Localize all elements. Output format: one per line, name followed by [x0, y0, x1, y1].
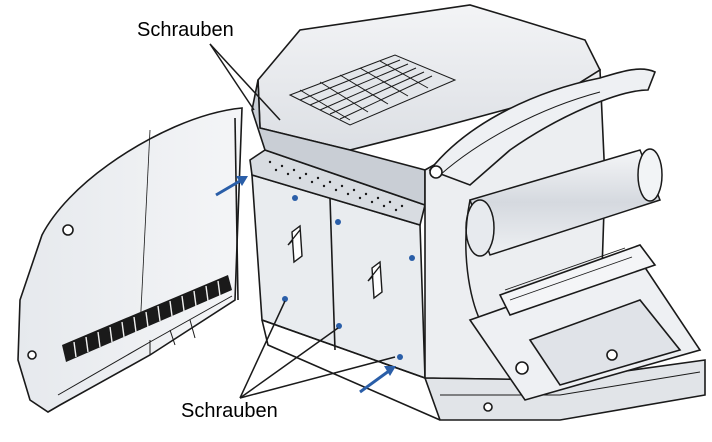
screw-bottom-right: [397, 354, 403, 360]
screw-bottom-left: [282, 296, 288, 302]
top-lid: [428, 68, 657, 186]
side-door: [17, 107, 243, 413]
leader-lines: [209, 43, 396, 399]
cover-arrows: [287, 224, 383, 300]
screw-top-left: [292, 195, 298, 201]
drum-roller: [465, 148, 663, 321]
arrow-bottom-right: [359, 366, 394, 394]
indicator-arrows: [215, 176, 396, 394]
screw-top-right: [335, 219, 341, 225]
screw-right-edge: [409, 255, 415, 261]
paper-tray: [468, 244, 702, 401]
screws-label-bottom: Schrauben: [181, 400, 278, 422]
top-vent-grille: [288, 54, 457, 126]
screws-label-top: Schrauben: [137, 19, 234, 41]
screws: [282, 195, 415, 360]
